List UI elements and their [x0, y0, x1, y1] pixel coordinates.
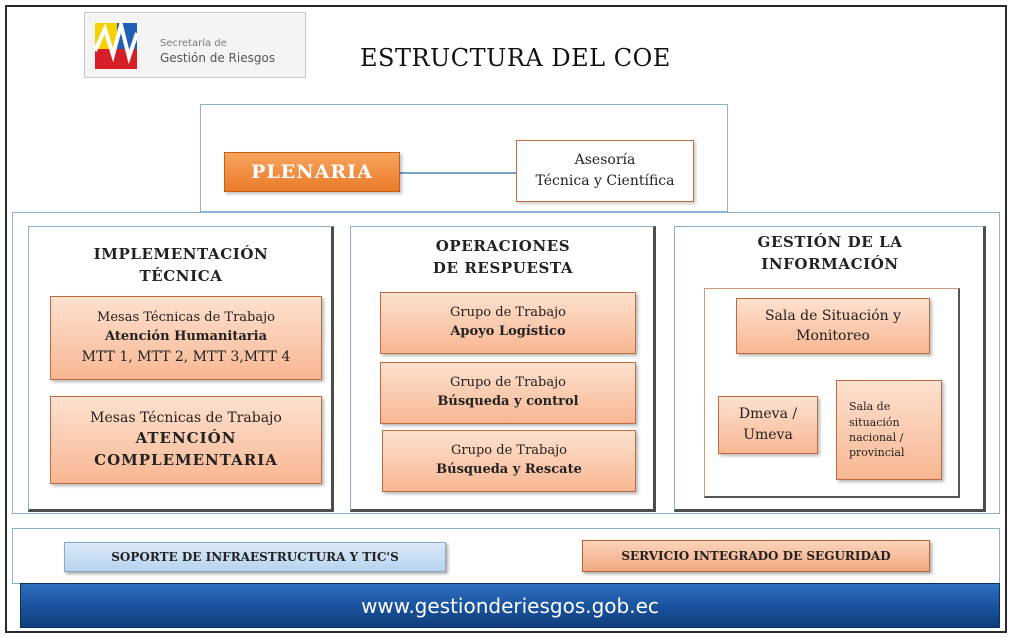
sala-monitoreo-line1: Sala de Situación y	[764, 307, 902, 324]
sala-nacional-line4: provincial	[849, 446, 905, 460]
implementacion-heading: IMPLEMENTACIÓN TÉCNICA	[28, 244, 334, 288]
mesas-ac-line3: COMPLEMENTARIA	[94, 451, 278, 470]
mesas-atencion-complementaria: Mesas Técnicas de Trabajo ATENCIÓN COMPL…	[50, 396, 322, 484]
footer-url-bar[interactable]: www.gestionderiesgos.gob.ec	[20, 583, 1000, 628]
informacion-heading-line1: GESTIÓN DE LA	[757, 233, 903, 251]
logo-icon	[93, 17, 139, 69]
plenaria-connector	[400, 172, 516, 174]
sala-situacion-nacional: Sala de situación nacional / provincial	[836, 380, 942, 480]
implementacion-column	[28, 226, 334, 512]
sala-monitoreo-line2: Monitoreo	[796, 328, 870, 344]
grupo-2-line2: Búsqueda y control	[437, 394, 579, 409]
logo-text-line1: Secretaría de	[160, 38, 227, 49]
mesas-atencion-humanitaria: Mesas Técnicas de Trabajo Atención Human…	[50, 296, 322, 380]
implementacion-heading-line2: TÉCNICA	[139, 266, 223, 285]
dmeva-line2: Umeva	[743, 427, 793, 443]
mesas-ac-line2: ATENCIÓN	[135, 429, 237, 448]
asesoria-line1: Asesoría	[574, 152, 636, 168]
grupo-busqueda-control: Grupo de Trabajo Búsqueda y control	[380, 362, 636, 424]
page-title: ESTRUCTURA DEL COE	[360, 44, 671, 72]
mesas-ah-line3: MTT 1, MTT 2, MTT 3,MTT 4	[81, 348, 291, 365]
grupo-apoyo-logistico: Grupo de Trabajo Apoyo Logístico	[380, 292, 636, 354]
operaciones-heading: OPERACIONES DE RESPUESTA	[350, 236, 656, 280]
informacion-heading: GESTIÓN DE LA INFORMACIÓN	[674, 232, 986, 276]
sala-nacional-line2: situación	[849, 415, 900, 429]
sala-situacion-monitoreo: Sala de Situación y Monitoreo	[736, 298, 930, 354]
plenaria-box: PLENARIA	[224, 152, 400, 192]
grupo-1-line1: Grupo de Trabajo	[450, 305, 566, 321]
grupo-busqueda-rescate: Grupo de Trabajo Búsqueda y Rescate	[382, 430, 636, 492]
grupo-3-line2: Búsqueda y Rescate	[436, 462, 582, 477]
grupo-2-line1: Grupo de Trabajo	[450, 375, 566, 391]
grupo-1-line2: Apoyo Logístico	[450, 324, 566, 339]
operaciones-heading-line1: OPERACIONES	[435, 237, 571, 255]
informacion-column	[674, 226, 986, 512]
grupo-3-line1: Grupo de Trabajo	[451, 443, 567, 459]
mesas-ah-line2: Atención Humanitaria	[104, 328, 268, 344]
logo: Secretaría de Gestión de Riesgos	[84, 12, 306, 78]
implementacion-heading-line1: IMPLEMENTACIÓN	[93, 245, 269, 263]
plenaria-frame	[200, 104, 728, 212]
logo-text-line2: Gestión de Riesgos	[160, 51, 276, 65]
soporte-infraestructura-box: SOPORTE DE INFRAESTRUCTURA Y TIC'S	[64, 542, 446, 572]
sala-nacional-line3: nacional /	[849, 431, 904, 444]
informacion-heading-line2: INFORMACIÓN	[761, 254, 899, 273]
asesoria-box: Asesoría Técnica y Científica	[516, 140, 694, 202]
dmeva-umeva-box: Dmeva / Umeva	[718, 396, 818, 454]
sala-nacional-line1: Sala de	[849, 400, 891, 414]
dmeva-line1: Dmeva /	[738, 406, 798, 422]
operaciones-column	[350, 226, 656, 512]
mesas-ac-line1: Mesas Técnicas de Trabajo	[90, 410, 282, 427]
asesoria-line2: Técnica y Científica	[535, 173, 675, 189]
areas-frame	[12, 212, 1000, 514]
informacion-inner-frame	[704, 288, 960, 498]
servicio-seguridad-box: SERVICIO INTEGRADO DE SEGURIDAD	[582, 540, 930, 572]
outer-frame	[5, 5, 1007, 633]
mesas-ah-line1: Mesas Técnicas de Trabajo	[97, 310, 275, 325]
operaciones-heading-line2: DE RESPUESTA	[432, 258, 574, 277]
